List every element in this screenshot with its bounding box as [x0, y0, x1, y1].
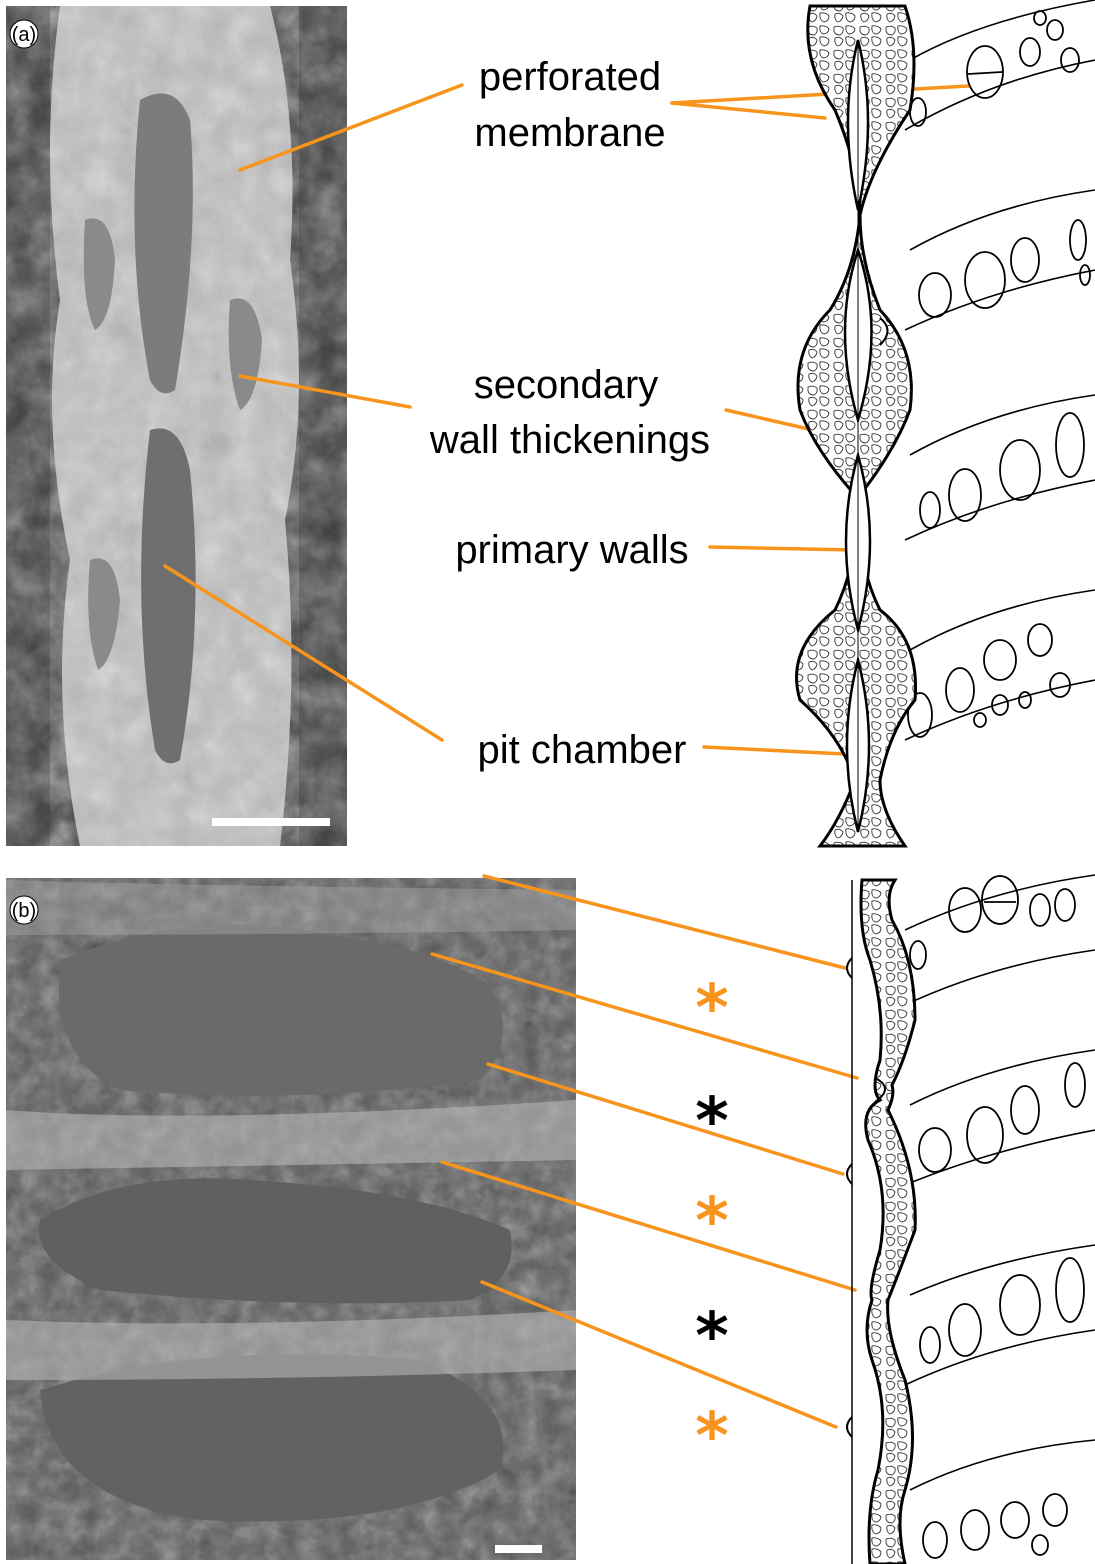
label-pit-chamber: pit chamber	[478, 728, 687, 772]
label-wall-thickenings: wall thickenings	[429, 418, 710, 462]
drawing-a	[797, 0, 1095, 846]
leader-pit-chamber-drawing	[704, 747, 845, 754]
panel-b-letter: (b)	[12, 900, 36, 922]
panel-a-letter: (a)	[12, 24, 36, 46]
leader-perforated-drawing-1	[672, 103, 825, 118]
micrograph-b	[6, 878, 576, 1560]
drawing-b	[847, 875, 1095, 1564]
micrograph-a	[6, 6, 347, 846]
label-primary-walls: primary walls	[455, 528, 688, 572]
label-secondary: secondary	[474, 363, 659, 407]
label-perforated: perforated	[479, 55, 661, 99]
asterisk-5: *	[695, 1400, 728, 1474]
leader-primary-walls	[710, 547, 855, 550]
label-membrane: membrane	[474, 111, 665, 155]
scale-bar-a	[212, 818, 330, 826]
scale-bar-b	[495, 1545, 542, 1553]
asterisk-1: *	[695, 972, 728, 1046]
asterisk-4: *	[695, 1300, 728, 1374]
asterisk-3: *	[695, 1185, 728, 1259]
asterisk-2: *	[695, 1085, 728, 1159]
